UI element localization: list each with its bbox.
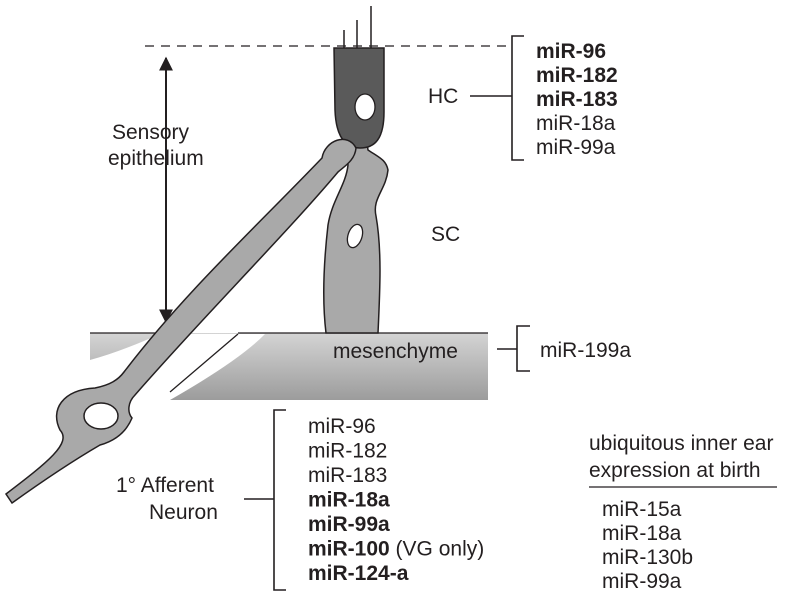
hc-mirna-item: miR-96: [536, 40, 606, 63]
mesenchyme-bracket: [497, 325, 530, 372]
supporting-cell-nucleus: [346, 223, 364, 249]
neuron-label-line2: Neuron: [149, 501, 218, 524]
supporting-cell: [323, 132, 389, 334]
sensory-epithelium-label-line1: Sensory: [112, 121, 190, 144]
neuron-bracket: [244, 409, 286, 591]
neuron-mirna-item: miR-183: [308, 464, 387, 487]
hc-bracket: [470, 35, 524, 161]
neuron-mirna-item: miR-124-a: [308, 562, 409, 585]
hair-cell: [333, 6, 385, 149]
ubiquitous-mirna-item: miR-15a: [602, 498, 682, 521]
neuron-mirna-item: miR-18a: [308, 489, 390, 512]
neuron-mirna-list: miR-96miR-182miR-183miR-18amiR-99amiR-10…: [308, 415, 484, 585]
hc-mirna-item: miR-18a: [536, 112, 616, 135]
hc-mirna-item: miR-182: [536, 64, 618, 87]
ubiquitous-mirna-item: miR-99a: [602, 570, 682, 593]
ubiquitous-mirna-item: miR-130b: [602, 546, 693, 569]
neuron-mirna-item: miR-100 (VG only): [308, 538, 484, 561]
neuron-mirna-item: miR-182: [308, 440, 387, 463]
mesenchyme-shape: [90, 333, 488, 400]
mesenchyme-mirna-list: miR-199a: [540, 339, 631, 362]
hair-cell-nucleus: [354, 93, 376, 121]
neuron-nucleus: [83, 402, 119, 430]
ubiquitous-heading-line1: ubiquitous inner ear: [589, 432, 773, 455]
sc-label: SC: [431, 223, 460, 246]
hc-mirna-item: miR-99a: [536, 136, 616, 159]
sensory-epithelium-label-line2: epithelium: [108, 147, 204, 170]
neuron-mirna-item: miR-96: [308, 415, 376, 438]
neuron-label-line1: 1° Afferent: [116, 474, 214, 497]
mesenchyme-label: mesenchyme: [333, 340, 458, 363]
mesenchyme-cut-line-lower: [169, 333, 239, 393]
mirna-note: (VG only): [390, 538, 485, 561]
mesenchyme-mirna-item: miR-199a: [540, 339, 631, 362]
ubiquitous-mirna-item: miR-18a: [602, 522, 682, 545]
neuron-mirna-item: miR-99a: [308, 513, 390, 536]
neuron-process: [4, 138, 357, 505]
ubiquitous-heading-line2: expression at birth: [589, 459, 761, 482]
afferent-neuron: [4, 138, 357, 505]
hc-mirna-item: miR-183: [536, 88, 618, 111]
hc-label: HC: [428, 85, 458, 108]
